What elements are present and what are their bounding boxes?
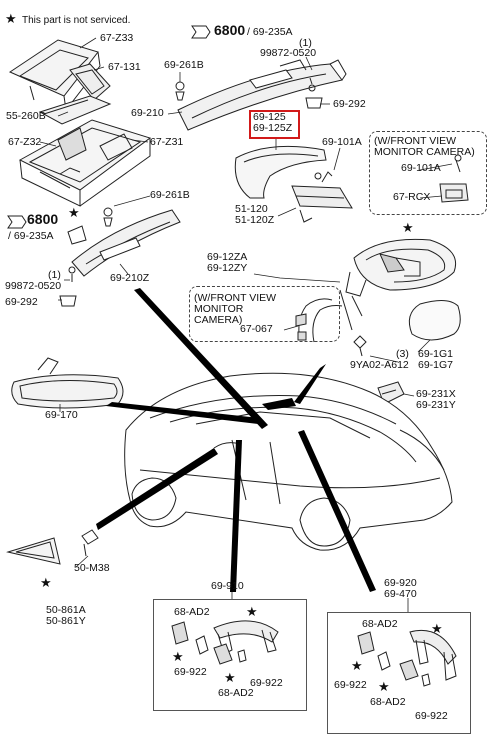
label-69-1g7: 69-1G7 xyxy=(418,359,454,371)
label-69-101a: 69-101A xyxy=(322,136,362,148)
label-69-210z: 69-210Z xyxy=(110,272,150,284)
label-69-292-top: 69-292 xyxy=(333,98,366,110)
label-67-z32: 67-Z32 xyxy=(8,136,42,148)
camera-harness-drawing xyxy=(295,298,343,343)
label-69-920: 69-920 xyxy=(384,577,417,589)
label-68-ad2-left-1: 68-AD2 xyxy=(174,606,210,618)
label-69-101a-box: 69-101A xyxy=(401,162,441,174)
not-serviced-star-icon: ★ xyxy=(68,206,80,221)
box2-line2: MONITOR xyxy=(194,303,244,315)
label-68-ad2-left-2: 68-AD2 xyxy=(218,687,254,699)
label-99872-0520-mid: 99872-0520 xyxy=(5,280,62,292)
box2-line1: (W/FRONT VIEW xyxy=(194,292,277,304)
label-69-261b-top: 69-261B xyxy=(164,59,204,71)
leader-lines xyxy=(39,37,453,612)
label-67-131: 67-131 xyxy=(108,61,141,73)
not-serviced-star-icon: ★ xyxy=(172,650,184,665)
label-67-067: 67-067 xyxy=(240,323,273,335)
not-serviced-star-icon: ★ xyxy=(351,659,363,674)
front-view-camera-option-box xyxy=(189,286,340,342)
label-55-260b: 55-260B xyxy=(6,110,46,122)
label-50-m38: 50-M38 xyxy=(74,562,110,574)
label-6800-mid: 6800 xyxy=(27,211,59,227)
box-monitor-line1: (W/FRONT VIEW xyxy=(374,135,457,147)
grip-handle-left-box xyxy=(153,599,307,711)
grip-handle-right-box xyxy=(327,612,471,734)
label-qty-1-mid: (1) xyxy=(48,269,61,281)
rearview-mirror-drawing xyxy=(11,357,124,409)
label-9ya02-a612: 9YA02-A612 xyxy=(350,359,409,371)
triangle-garnish-drawing xyxy=(6,529,99,565)
label-50-861a: 50-861A xyxy=(46,604,86,616)
label-69-922-left-2: 69-922 xyxy=(250,677,283,689)
label-69-125: 69-125 xyxy=(253,111,286,123)
label-69-12za: 69-12ZA xyxy=(207,251,248,263)
label-68-ad2-right-1: 68-AD2 xyxy=(362,618,398,630)
label-69-235a-mid: / 69-235A xyxy=(8,230,54,242)
label-69-922-right-1: 69-922 xyxy=(334,679,367,691)
label-69-261b-mid: 69-261B xyxy=(150,189,190,201)
label-qty-3: (3) xyxy=(396,348,409,360)
label-51-120: 51-120 xyxy=(235,203,268,215)
sun-visor-top-drawing xyxy=(175,59,347,131)
label-6800-top: 6800 xyxy=(214,22,246,38)
label-99872-0520-top: 99872-0520 xyxy=(260,47,317,59)
not-serviced-star-icon: ★ xyxy=(40,576,52,591)
label-69-231x: 69-231X xyxy=(416,388,456,400)
glove-box-upper-drawing xyxy=(8,39,112,125)
label-69-231y: 69-231Y xyxy=(416,399,456,411)
label-67-z31: 67-Z31 xyxy=(150,136,184,148)
label-69-125z: 69-125Z xyxy=(253,122,293,134)
sun-visor-left-drawing xyxy=(59,207,181,307)
not-serviced-star-icon: ★ xyxy=(224,671,236,686)
highlight-box-69-125 xyxy=(249,110,300,139)
mirror-bracket-drawing xyxy=(291,171,353,223)
not-serviced-star-icon: ★ xyxy=(431,622,443,637)
outside-mirror-drawing xyxy=(339,238,456,331)
monitor-camera-drawing xyxy=(439,154,469,203)
box-monitor-line2: MONITOR CAMERA) xyxy=(374,146,475,158)
not-serviced-star-icon: ★ xyxy=(246,605,258,620)
grip-handle-right-drawing xyxy=(357,630,457,687)
label-68-ad2-right-2: 68-AD2 xyxy=(370,696,406,708)
label-67-rcx: 67-RCX xyxy=(393,191,431,203)
label-69-292-mid: 69-292 xyxy=(5,296,38,308)
label-51-120z: 51-120Z xyxy=(235,214,275,226)
screw-9ya02-drawing xyxy=(353,335,367,357)
not-serviced-star-icon: ★ xyxy=(378,680,390,695)
mirror-glass-drawing xyxy=(408,300,461,341)
box2-line3: CAMERA) xyxy=(194,314,243,326)
label-69-170: 69-170 xyxy=(45,409,78,421)
note-star-icon: ★ xyxy=(5,12,17,27)
note-text: This part is not serviced. xyxy=(22,15,131,26)
mirror-cover-drawing xyxy=(234,145,327,199)
label-69-12zy: 69-12ZY xyxy=(207,262,248,274)
reference-arrows xyxy=(7,25,211,229)
glove-box-lower-drawing xyxy=(18,119,152,207)
label-69-910: 69-910 xyxy=(211,580,244,592)
label-69-470: 69-470 xyxy=(384,588,417,600)
label-69-210: 69-210 xyxy=(131,107,164,119)
label-69-1g1: 69-1G1 xyxy=(418,348,454,360)
label-67-z33: 67-Z33 xyxy=(100,32,134,44)
label-69-922-right-2: 69-922 xyxy=(415,710,448,722)
pointer-wedges xyxy=(96,288,376,592)
not-serviced-star-icon: ★ xyxy=(402,221,414,236)
label-69-235a-top: / 69-235A xyxy=(247,26,293,38)
label-50-861y: 50-861Y xyxy=(46,615,86,627)
label-69-922-left-1: 69-922 xyxy=(174,666,207,678)
label-qty-1-top: (1) xyxy=(299,37,312,49)
monitor-camera-option-box xyxy=(369,131,487,215)
grip-handle-left-drawing xyxy=(171,620,279,665)
